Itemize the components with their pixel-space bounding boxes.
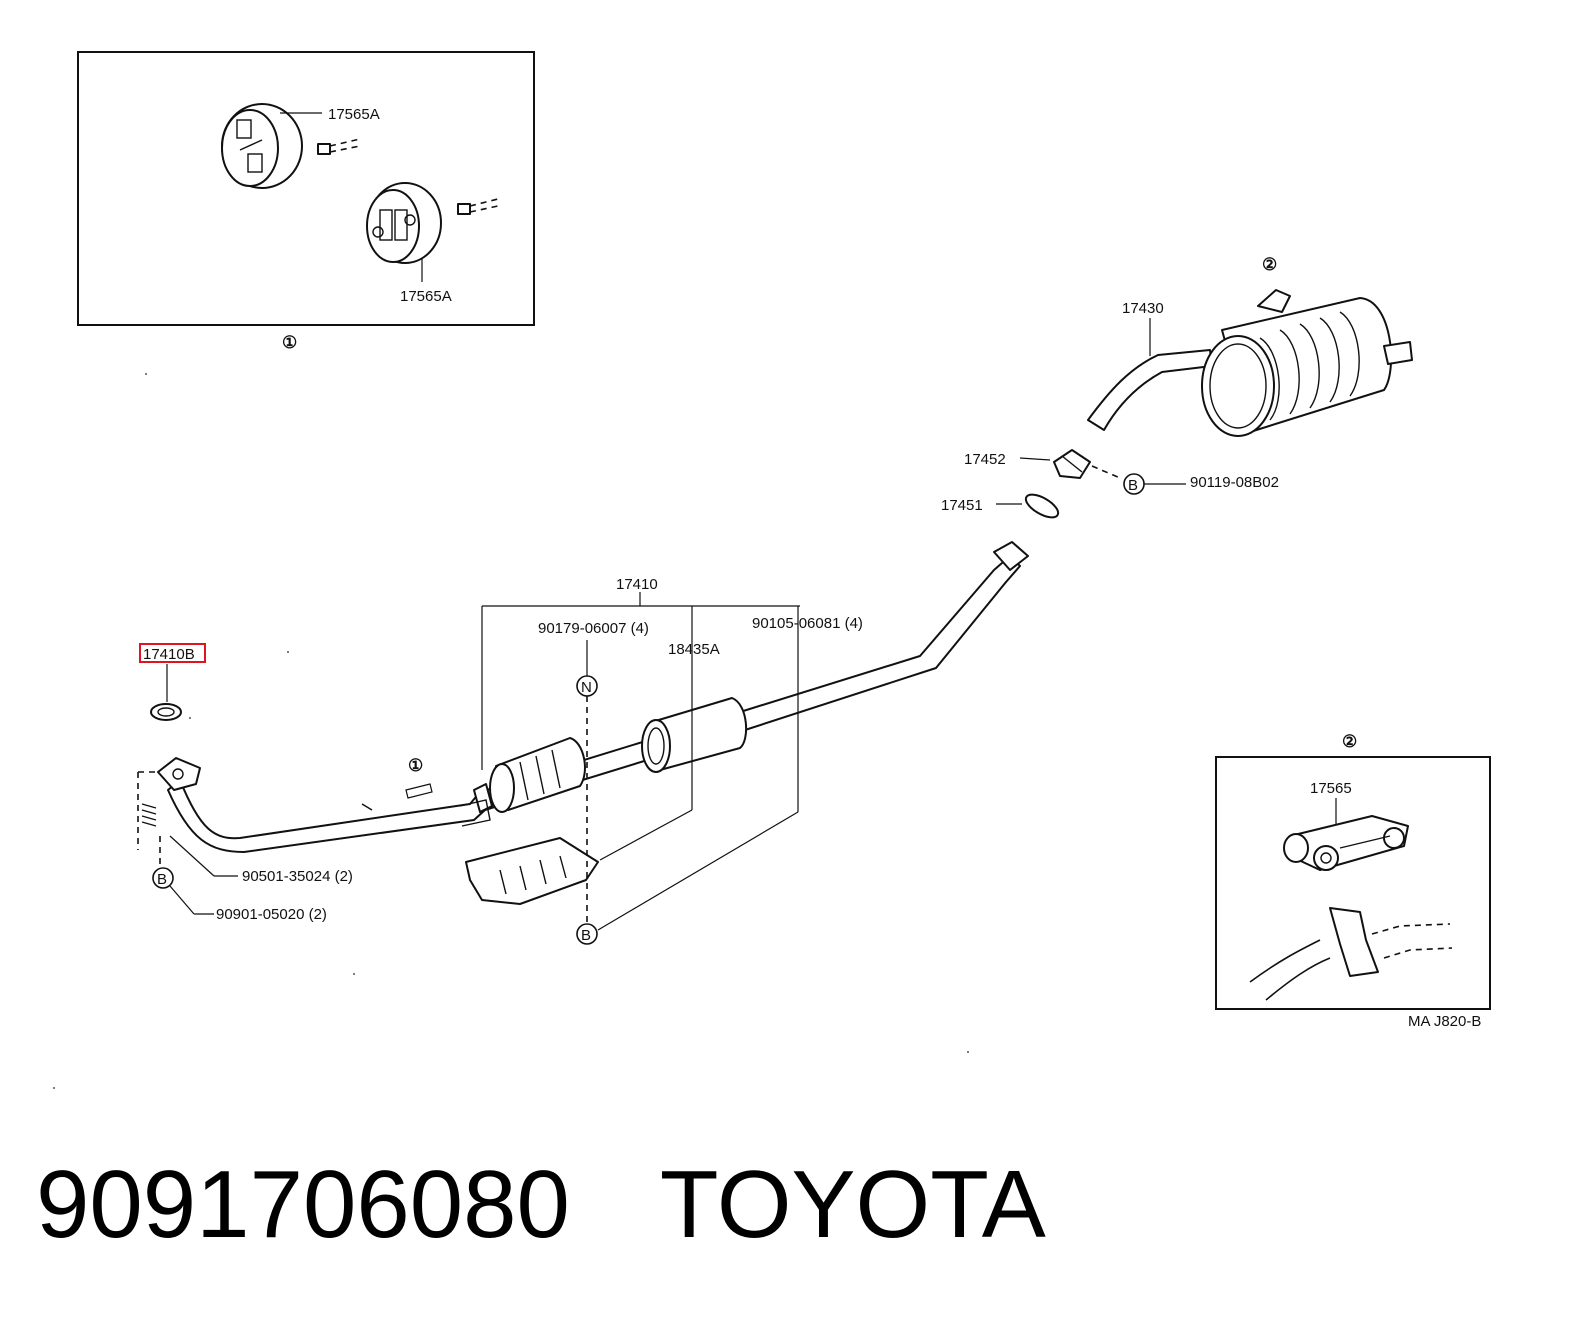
label-cushion: 17452 bbox=[964, 451, 1006, 468]
label-hanger: 17565 bbox=[1310, 780, 1352, 797]
part-footer: 9091706080 TOYOTA bbox=[36, 1150, 1046, 1260]
hanger-bracket-body bbox=[1249, 907, 1453, 1001]
part-number: 9091706080 bbox=[36, 1151, 570, 1258]
hanger-part bbox=[1283, 815, 1409, 871]
pipe-bracket bbox=[405, 783, 433, 799]
inset-box-1 bbox=[77, 51, 535, 326]
brand-name: TOYOTA bbox=[659, 1151, 1046, 1258]
marker-pipe: ① bbox=[408, 756, 423, 775]
exhaust-cushion bbox=[1019, 449, 1121, 479]
label-nut: 90179-06007 (4) bbox=[538, 620, 649, 637]
gasket-rear bbox=[996, 493, 1060, 519]
heat-insulator bbox=[465, 837, 599, 905]
gasket-front: 17410B bbox=[139, 643, 206, 721]
front-springs bbox=[137, 771, 238, 877]
marker-inset1: ① bbox=[282, 333, 297, 352]
inset-box-2 bbox=[1215, 756, 1491, 1010]
label-bolt-front: 90901-05020 (2) bbox=[216, 906, 327, 923]
marker-b-front: B bbox=[157, 871, 167, 888]
bolt-marker-front: B bbox=[152, 867, 214, 915]
label-bolt-mid: 90105-06081 (4) bbox=[752, 615, 863, 632]
label-muffler: 17430 bbox=[1122, 300, 1164, 317]
rear-muffler bbox=[1087, 289, 1413, 437]
rubber-mount-lower bbox=[366, 182, 442, 282]
nut-marker: N B bbox=[576, 640, 598, 945]
label-gasket-rear: 17451 bbox=[941, 497, 983, 514]
marker-inset2: ② bbox=[1342, 732, 1357, 751]
label-inset1-bottom: 17565A bbox=[400, 288, 452, 305]
exhaust-pipe bbox=[157, 541, 1029, 853]
marker-n: N bbox=[581, 679, 592, 696]
catalytic-converter bbox=[459, 737, 586, 827]
marker-b-rear: B bbox=[1128, 477, 1138, 494]
bolt-marker-rear: B bbox=[1123, 473, 1186, 495]
label-pipe-assy: 17410 bbox=[616, 576, 658, 593]
highlight-box bbox=[139, 643, 206, 663]
bolt-lower bbox=[457, 198, 499, 215]
label-insulator: 18435A bbox=[668, 641, 720, 658]
label-inset1-top: 17565A bbox=[328, 106, 380, 123]
label-bolt-rear: 90119-08B02 bbox=[1190, 474, 1279, 491]
mid-resonator bbox=[641, 697, 748, 773]
label-gasket-front: 17410B bbox=[143, 646, 195, 663]
rubber-mount-upper bbox=[221, 103, 322, 189]
scan-specks bbox=[53, 373, 969, 1089]
bolt-upper bbox=[317, 138, 361, 155]
marker-b-mid: B bbox=[581, 927, 591, 944]
marker-tailpipe: ② bbox=[1262, 255, 1277, 274]
callout-bracket-17410 bbox=[481, 592, 800, 931]
label-diagram-code: MA J820-B bbox=[1408, 1013, 1481, 1030]
label-spring: 90501-35024 (2) bbox=[242, 868, 353, 885]
